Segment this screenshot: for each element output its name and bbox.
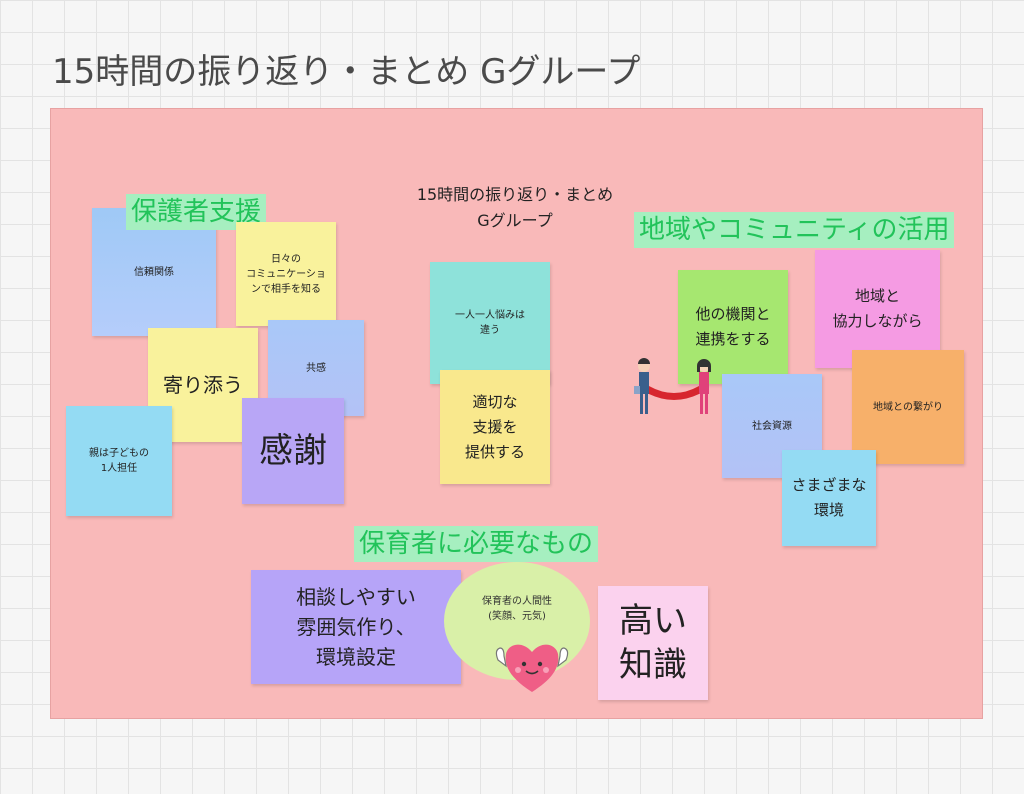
sticky-note-worries[interactable]: 一人一人悩みは 違う: [430, 262, 550, 384]
frame-title: 15時間の振り返り・まとめ Gグループ: [370, 182, 660, 234]
sticky-note-regional-cooperation[interactable]: 地域と 協力しながら: [815, 250, 940, 368]
people-holding-goal-banner-icon[interactable]: [632, 356, 718, 420]
frame-title-line-2: Gグループ: [477, 211, 553, 230]
sticky-note-regional-connection[interactable]: 地域との繋がり: [852, 350, 964, 464]
sticky-note-parent-teacher[interactable]: 親は子どもの 1人担任: [66, 406, 172, 516]
sticky-note-gratitude[interactable]: 感謝: [242, 398, 344, 504]
frame-title-line-1: 15時間の振り返り・まとめ: [416, 185, 614, 204]
sticky-note-consultation[interactable]: 相談しやすい 雰囲気作り、 環境設定: [251, 570, 461, 684]
heading-needs[interactable]: 保育者に必要なもの: [354, 526, 599, 562]
sticky-note-communication[interactable]: 日々の コミュニケーショ ンで相手を知る: [236, 222, 336, 326]
personality-text: 保育者の人間性 (笑顔、元気): [482, 596, 552, 622]
sticky-note-proper-support[interactable]: 適切な 支援を 提供する: [440, 370, 550, 484]
board-title: 15時間の振り返り・まとめ Gグループ: [52, 52, 641, 92]
sticky-note-knowledge[interactable]: 高い 知識: [598, 586, 708, 700]
sticky-note-cooperation[interactable]: 他の機関と 連携をする: [678, 270, 788, 384]
heart-character-icon[interactable]: [492, 636, 572, 694]
heading-community[interactable]: 地域やコミュニティの活用: [634, 212, 955, 248]
sticky-note-various-environments[interactable]: さまざまな 環境: [782, 450, 876, 546]
